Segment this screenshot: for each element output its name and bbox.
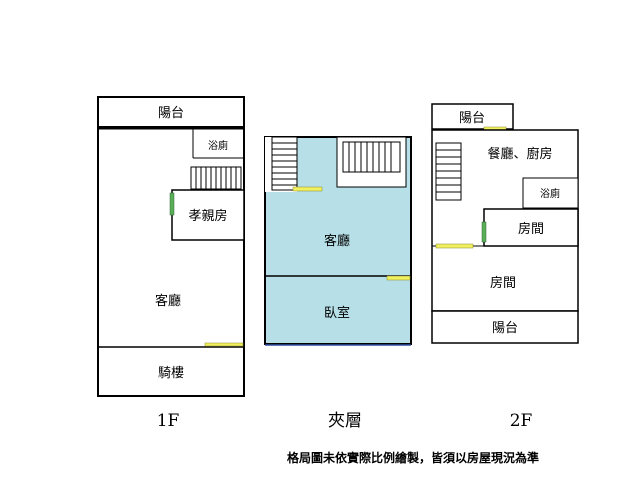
mezzanine-stairs-left	[271, 136, 298, 191]
floor-2f-room-lower-door	[435, 243, 474, 249]
floor-1f-balcony-label: 陽台	[158, 106, 184, 121]
mezzanine-stairs-top	[336, 136, 407, 188]
floor-2f-bathroom-label: 浴廁	[540, 187, 560, 200]
mezzanine-stair-door	[292, 186, 323, 192]
floor-2f-bathroom	[522, 177, 579, 209]
floor-1f: 陽台 浴廁 孝親房 客廳 騎樓 1F	[97, 96, 245, 431]
floor-1f-stairs	[190, 166, 242, 190]
floor-1f-bathroom-label: 浴廁	[208, 139, 228, 152]
floor-1f-arcade-door	[204, 342, 244, 347]
floor-2f-stairs	[435, 142, 462, 201]
floor-mezzanine: 客廳 臥室 夾層	[264, 136, 412, 431]
floor-2f-room-upper-label: 房間	[518, 221, 544, 237]
floor-1f-parents-room-door	[169, 192, 175, 216]
mezzanine-label: 夾層	[328, 411, 362, 431]
floor-1f-parents-room-label: 孝親房	[188, 208, 227, 224]
floor-1f-arcade-label: 騎樓	[158, 366, 184, 381]
floor-2f: 陽台 餐廳、廚房 浴廁 房間 房間 陽台 2F	[431, 103, 579, 431]
mezzanine-living-room-label: 客廳	[324, 233, 350, 249]
floor-2f-balcony-bottom-label: 陽台	[492, 321, 518, 336]
floor-2f-balcony-top-label: 陽台	[459, 111, 485, 126]
floor-1f-living-room-label: 客廳	[155, 293, 181, 309]
floor-2f-room-upper-door	[481, 221, 487, 243]
floor-1f-label: 1F	[157, 411, 180, 431]
floor-2f-room-lower-label: 房間	[490, 275, 516, 291]
floor-2f-balcony-bottom	[431, 310, 579, 344]
mezzanine-bedroom-label: 臥室	[324, 305, 350, 321]
floor-2f-balcony-top	[431, 103, 514, 130]
floor-1f-parents-room	[171, 189, 245, 241]
floor-2f-label: 2F	[510, 411, 533, 431]
mezzanine-bedroom-door	[386, 275, 411, 281]
disclaimer-note: 格局圖未依實際比例繪製，皆須以房屋現況為準	[287, 450, 539, 465]
floor-2f-dining-kitchen-label: 餐廳、廚房	[487, 146, 552, 162]
